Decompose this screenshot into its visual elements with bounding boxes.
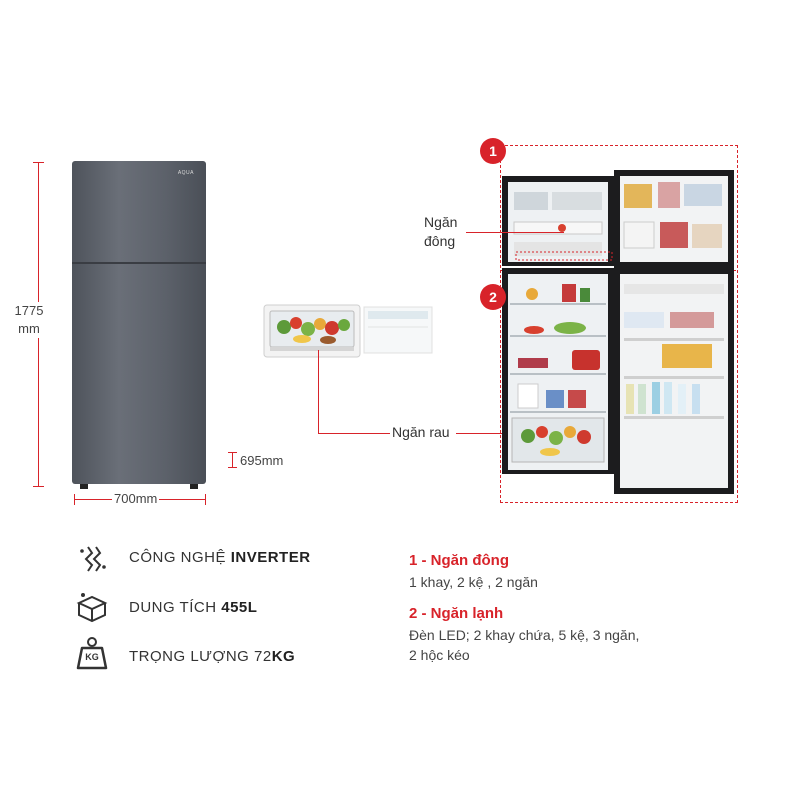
brand-logo: AQUA: [177, 170, 194, 176]
fridge-freezer-door: AQUA: [72, 161, 206, 262]
fridge-main-door: [72, 264, 206, 484]
legend-freezer-text: 1 khay, 2 kệ , 2 ngăn: [409, 574, 538, 590]
legend-fridge-text-line1: Đèn LED; 2 khay chứa, 5 kệ, 3 ngăn,: [409, 627, 640, 643]
badge-freezer: 1: [480, 138, 506, 164]
legend-fridge-title: 2 - Ngăn lạnh: [409, 605, 504, 622]
spec-inverter: CÔNG NGHỆ INVERTER: [129, 549, 311, 566]
spec-capacity: DUNG TÍCH 455L: [129, 599, 257, 616]
weight-kg-icon: KG: [76, 636, 108, 670]
spec-weight: TRỌNG LƯỢNG 72KG: [129, 648, 295, 665]
height-tick-top: [33, 162, 44, 163]
spec-inverter-prefix: CÔNG NGHỆ: [129, 549, 231, 566]
width-label: 700mm: [112, 491, 160, 506]
depth-tick-top: [228, 452, 237, 453]
width-tick-right: [205, 494, 206, 505]
fridge-foot-right: [190, 484, 198, 489]
weight-icon-text: KG: [85, 652, 99, 662]
spec-weight-bold: KG: [271, 648, 296, 665]
height-value: 1775: [14, 303, 44, 318]
crisper-leader-vertical: [318, 350, 319, 433]
freezer-callout-label: Ngăn đông: [424, 214, 458, 249]
badge-fridge: 2: [480, 284, 506, 310]
width-tick-left: [74, 494, 75, 505]
depth-line: [232, 452, 233, 468]
crisper-leader-horizontal-right: [456, 433, 530, 434]
legend-fridge-text-line2: 2 hộc kéo: [409, 647, 470, 663]
height-tick-bottom: [33, 486, 44, 487]
legend-freezer-title: 1 - Ngăn đông: [409, 552, 509, 569]
inverter-chip-icon: [78, 543, 108, 580]
capacity-box-icon: [75, 591, 109, 628]
depth-tick-bottom: [228, 467, 237, 468]
crisper-callout-label: Ngăn rau: [392, 424, 450, 440]
depth-label: 695mm: [240, 453, 284, 468]
spec-capacity-prefix: DUNG TÍCH: [129, 599, 222, 616]
spec-weight-prefix: TRỌNG LƯỢNG 72: [129, 648, 272, 665]
fridge-interior-illustration: [502, 170, 734, 494]
spec-capacity-bold: 455L: [221, 599, 258, 616]
height-unit: mm: [18, 321, 40, 336]
height-label: 1775 mm: [6, 302, 52, 338]
fridge-dashed-outline: [500, 145, 738, 503]
crisper-leader-horizontal-left: [318, 433, 390, 434]
freezer-leader-line: [466, 232, 564, 233]
door-gap: [72, 262, 206, 264]
spec-inverter-bold: INVERTER: [230, 549, 311, 566]
fridge-foot-left: [80, 484, 88, 489]
